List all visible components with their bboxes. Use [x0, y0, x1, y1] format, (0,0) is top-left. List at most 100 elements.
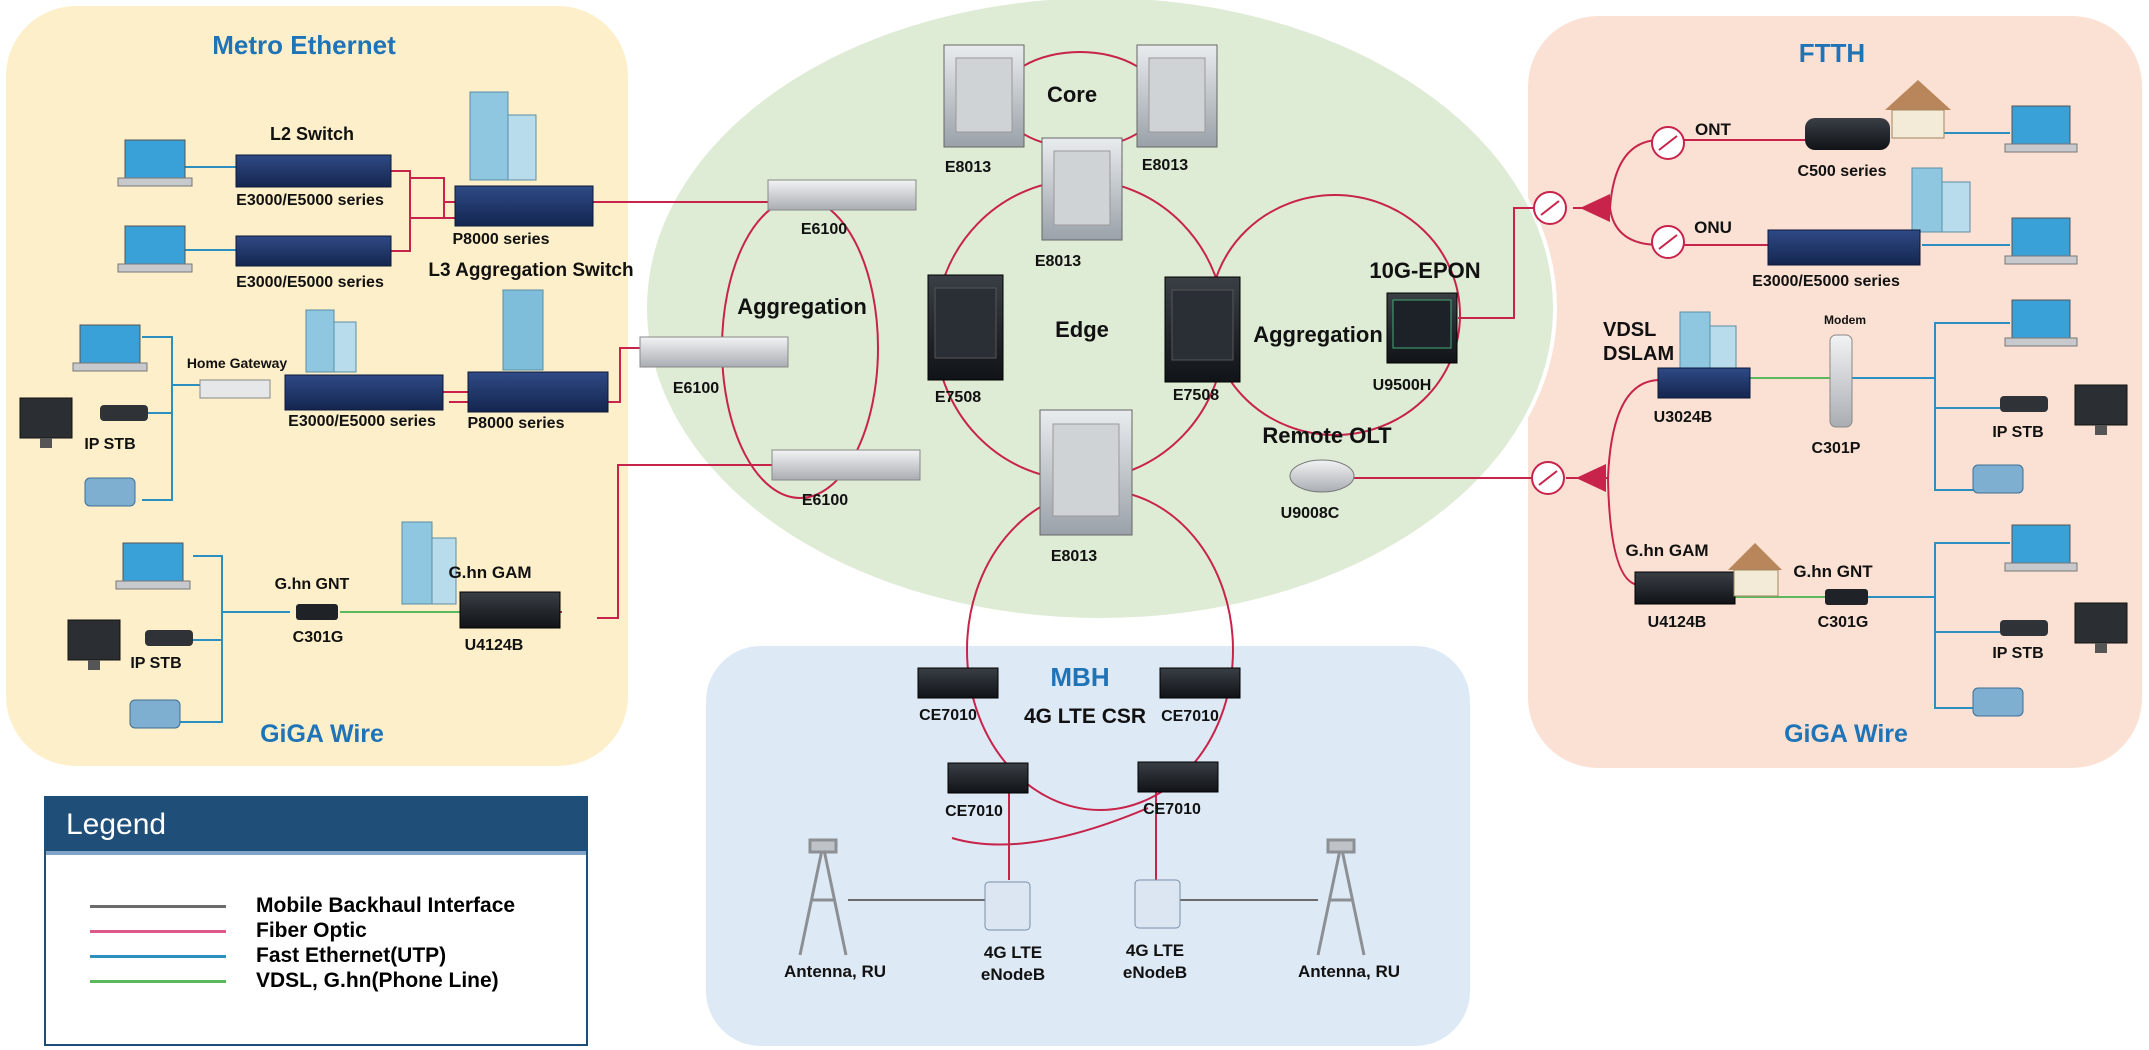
switch-e3000-4: [1767, 229, 1921, 266]
e6100-label-2: E6100: [673, 380, 719, 397]
csr-ce7010-1: [917, 667, 999, 699]
stb-2: [145, 630, 193, 646]
remote-olt-u9008c: [1289, 459, 1355, 493]
c500-label: C500 series: [1798, 163, 1887, 180]
section-subtitle-mbh: 4G LTE CSR: [1024, 705, 1146, 728]
u3024b-label: U3024B: [1654, 409, 1713, 426]
ghn-gam-label-1: G.hn GAM: [448, 563, 531, 582]
edge-router-e7508-2: [1164, 276, 1241, 383]
e8013-label-2: E8013: [1142, 157, 1188, 174]
building-5: [1911, 167, 1971, 233]
section-title-ftth: FTTH: [1799, 38, 1865, 68]
switch-e3000-3: [284, 374, 444, 411]
laptop-3: [72, 324, 148, 372]
ghn-gnt-device-1: [296, 604, 338, 620]
e8013-label-4: E8013: [1051, 548, 1097, 565]
ce7010-label-4: CE7010: [1143, 801, 1201, 818]
legend-label-backhaul: Mobile Backhaul Interface: [256, 894, 516, 917]
phone-line-links: [340, 377, 1830, 613]
laptop-6: [2004, 217, 2078, 265]
epon-label: 10G-EPON: [1369, 258, 1480, 283]
building-2: [305, 309, 357, 373]
u9008c-label: U9008C: [1281, 505, 1340, 522]
building-6: [1679, 311, 1737, 375]
e8013-label-3: E8013: [1035, 253, 1081, 270]
e7508-label-1: E7508: [935, 389, 981, 406]
antenna-label-2: Antenna, RU: [1298, 962, 1400, 981]
csr-ce7010-3: [947, 762, 1029, 794]
e3000-label-3: E3000/E5000 series: [288, 413, 436, 430]
e3000-label-4: E3000/E5000 series: [1752, 273, 1900, 290]
aggregation-right-label: Aggregation: [1253, 322, 1383, 347]
p8000-label-2: P8000 series: [468, 415, 565, 432]
section-title-giga-left: GiGA Wire: [260, 720, 384, 748]
aggregation-left-label: Aggregation: [737, 294, 867, 319]
legend-item-utp: Fast Ethernet(UTP): [90, 944, 446, 968]
home-gateway-label: Home Gateway: [187, 355, 288, 371]
ip-stb-label-4: IP STB: [1992, 645, 2043, 662]
l3-agg-label: L3 Aggregation Switch: [428, 260, 633, 281]
onu-icon: [1651, 225, 1685, 259]
core-router-e8013-3: [1041, 137, 1123, 241]
p8000-label-1: P8000 series: [453, 231, 550, 248]
monitor-3: [2074, 384, 2128, 435]
switch-e6100-2: [639, 336, 789, 368]
section-title-metro: Metro Ethernet: [212, 30, 396, 60]
legend-panel: Legend Mobile Backhaul Interface Fiber O…: [44, 796, 588, 1046]
legend-item-fiber: Fiber Optic: [90, 919, 367, 943]
stb-3: [2000, 396, 2048, 412]
enodeb-device-1: [984, 881, 1031, 931]
core-label: Core: [1047, 82, 1097, 107]
e3000-label-2: E3000/E5000 series: [236, 274, 384, 291]
modem-c301p-device: [1829, 334, 1853, 428]
switch-e6100-3: [771, 449, 921, 481]
laptop-7: [2004, 299, 2078, 347]
legend-title: Legend: [46, 798, 586, 855]
e3000-label-1: E3000/E5000 series: [236, 192, 384, 209]
switch-e3000-1: [235, 154, 392, 188]
ip-stb-label-2: IP STB: [130, 655, 181, 672]
modem-label: Modem: [1824, 313, 1866, 327]
l2-switch-label: L2 Switch: [270, 124, 354, 144]
c301g-label-1: C301G: [293, 629, 344, 646]
onu-label: ONU: [1694, 218, 1732, 237]
legend-line-utp: [90, 954, 226, 958]
monitor-1: [19, 397, 73, 448]
ghn-gam-device-2: [1634, 571, 1736, 605]
building-3: [502, 289, 544, 371]
monitor-2: [67, 619, 121, 670]
splitter-icon-2: [1531, 461, 1565, 495]
core-router-e8013-4: [1039, 409, 1133, 536]
section-title-giga-right: GiGA Wire: [1784, 720, 1908, 748]
ce7010-label-3: CE7010: [945, 803, 1003, 820]
c301g-label-2: C301G: [1818, 614, 1869, 631]
phone-4: [1972, 687, 2024, 717]
remote-olt-label: Remote OLT: [1262, 423, 1392, 448]
phone-1: [84, 477, 136, 507]
ip-stb-label-3: IP STB: [1992, 424, 2043, 441]
legend-line-backhaul: [90, 904, 226, 908]
ghn-gnt-label-1: G.hn GNT: [275, 576, 350, 593]
antenna-label-1: Antenna, RU: [784, 962, 886, 981]
ghn-gnt-device-2: [1825, 589, 1868, 605]
u9500h-label: U9500H: [1373, 377, 1432, 394]
e8013-label-1: E8013: [945, 159, 991, 176]
olt-u9500h: [1386, 292, 1458, 364]
u4124b-label-1: U4124B: [465, 637, 524, 654]
switch-p8000-1: [454, 185, 594, 227]
edge-label: Edge: [1055, 317, 1109, 342]
building-4: [401, 521, 457, 605]
phone-3: [1972, 464, 2024, 494]
u4124b-label-2: U4124B: [1648, 614, 1707, 631]
e6100-label-3: E6100: [802, 492, 848, 509]
stb-4: [2000, 620, 2048, 636]
laptop-2: [117, 225, 193, 273]
ghn-gnt-label-2: G.hn GNT: [1793, 562, 1873, 581]
core-router-e8013-2: [1136, 44, 1218, 148]
antenna-tower-2: [1316, 838, 1366, 956]
core-router-e8013-1: [943, 44, 1025, 148]
